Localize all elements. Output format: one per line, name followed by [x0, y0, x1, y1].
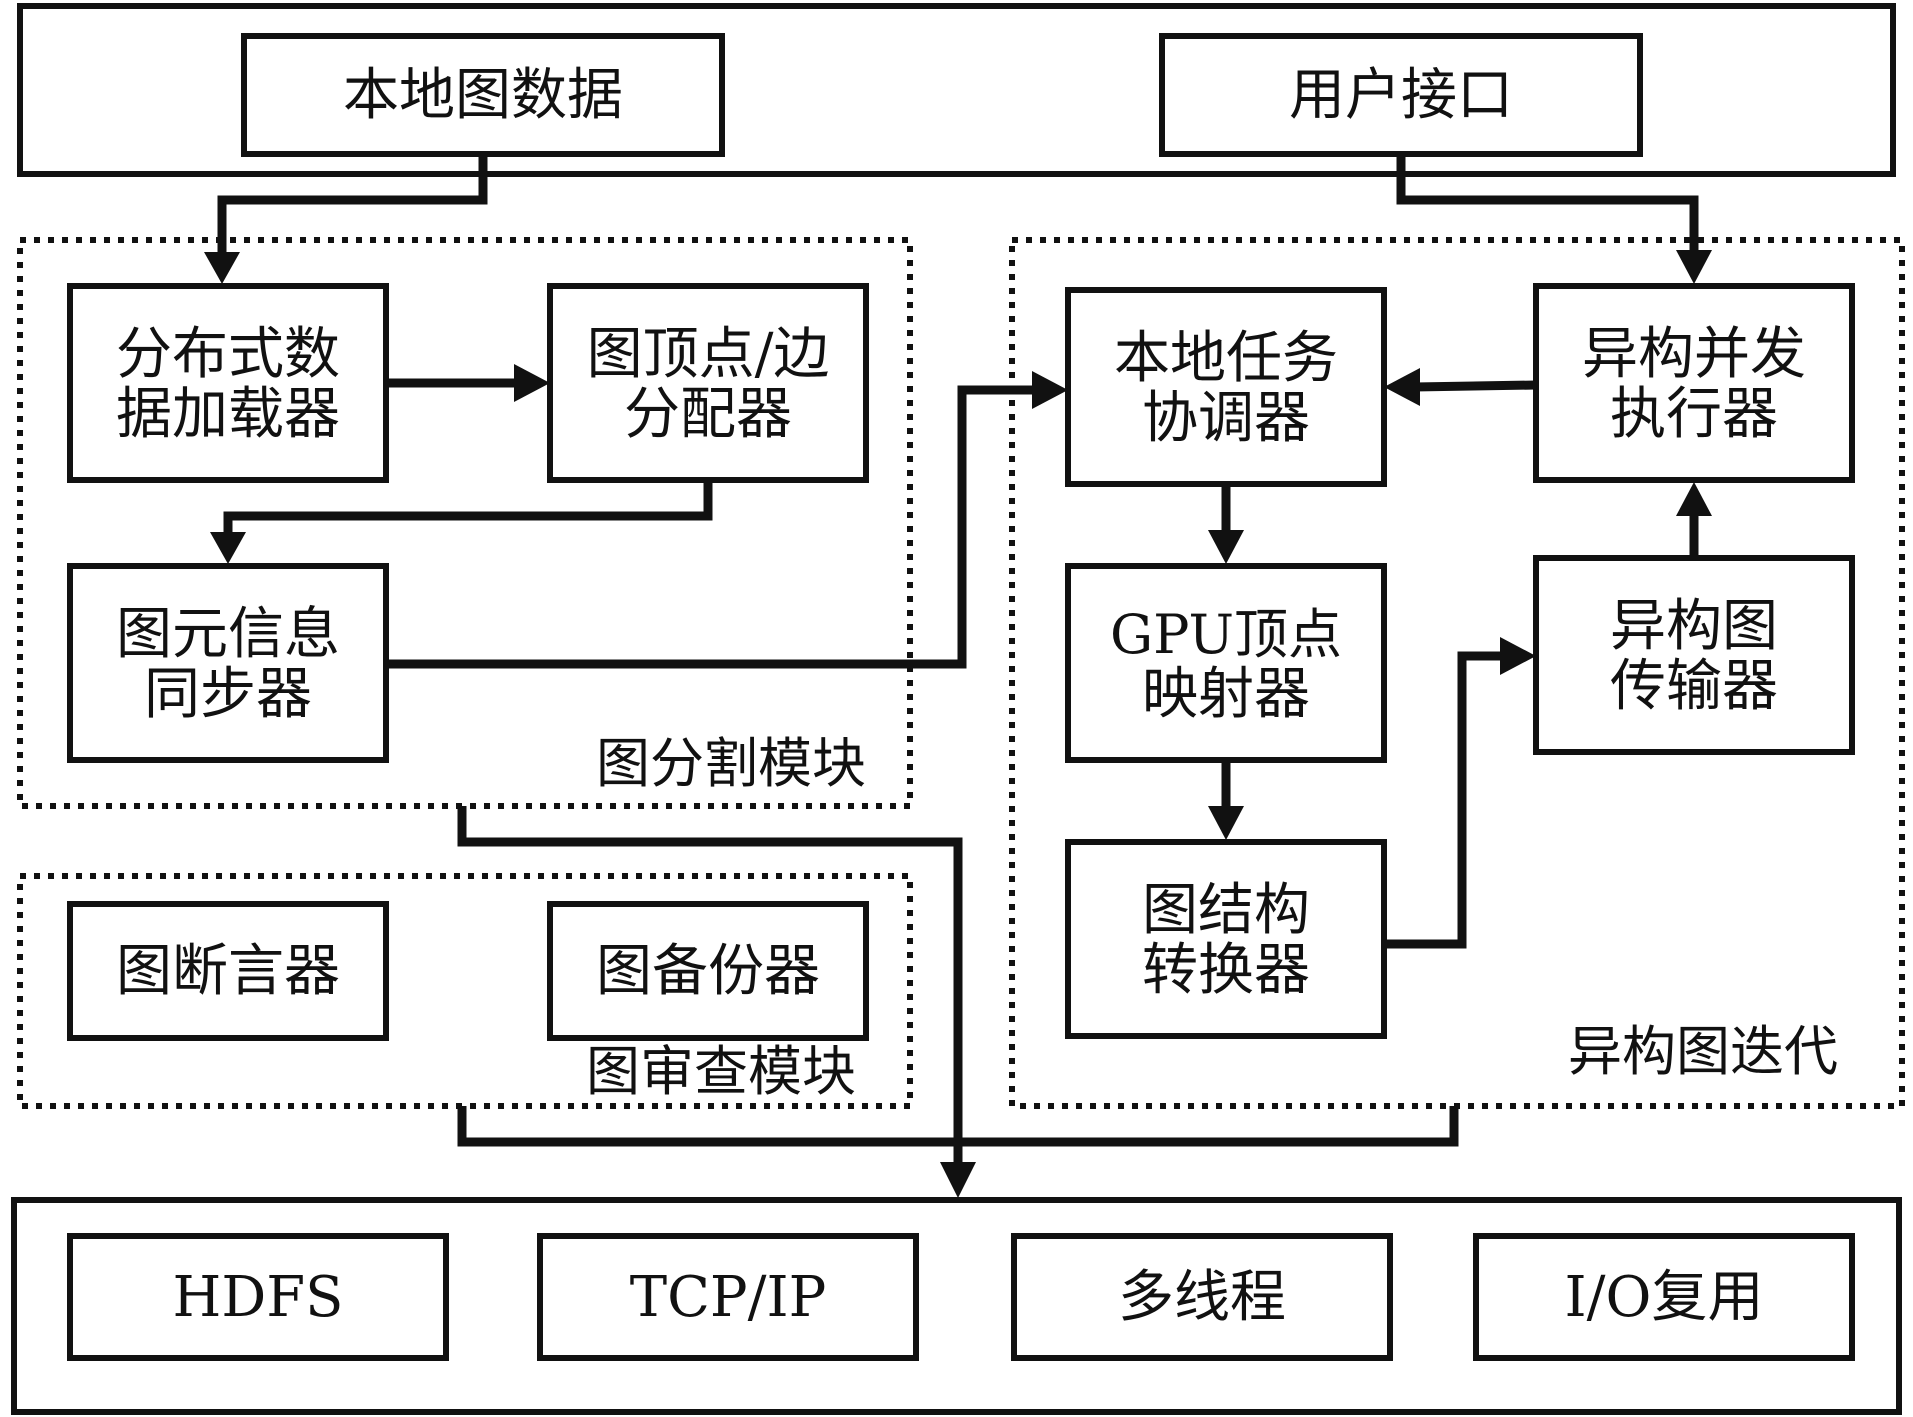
arrow-user-interface-to-executor — [1396, 154, 1699, 258]
hdfs-label: HDFS — [173, 1265, 344, 1330]
gpu-vertex-mapper-label: GPU顶点 — [1110, 603, 1342, 666]
local-task-coordinator-box — [1065, 287, 1387, 487]
graph-asserter-box — [67, 901, 389, 1041]
arrow-local-data-to-loader — [217, 154, 488, 262]
structure-converter-label-2: 转换器 — [1142, 938, 1310, 1003]
distributed-loader-label-2: 据加载器 — [116, 382, 340, 447]
io-multiplexing-label: I/O复用 — [1565, 1265, 1764, 1330]
arrow-executor-to-coordinator — [1413, 380, 1537, 392]
arrowhead-to-bottom-layer — [940, 1162, 976, 1198]
local-task-coordinator-label-2: 协调器 — [1142, 386, 1310, 451]
distributed-loader-label: 分布式数 — [116, 322, 340, 387]
multithread-label: 多线程 — [1118, 1265, 1286, 1330]
graph-backup-label: 图备份器 — [596, 939, 820, 1004]
arrow-converter-to-transmitter — [1384, 651, 1508, 949]
user-interface-label: 用户接口 — [1289, 63, 1513, 128]
arrowhead-loader-to-distributor — [514, 364, 550, 402]
arrowhead-coordinator-to-mapper — [1208, 530, 1244, 564]
heterogeneous-executor-label: 异构并发 — [1582, 322, 1806, 387]
arrowhead-local-data-to-loader — [204, 252, 240, 284]
arrow-sync-to-coordinator — [386, 385, 1040, 669]
heterogeneous-transmitter-label-2: 传输器 — [1610, 654, 1778, 719]
partition-module-label: 图分割模块 — [596, 732, 866, 795]
graph-backup-box — [547, 901, 869, 1041]
review-module-label: 图审查模块 — [586, 1040, 856, 1103]
graph-asserter-label: 图断言器 — [116, 939, 340, 1004]
bottom-layer-frame — [11, 1197, 1902, 1415]
multithread-box — [1011, 1233, 1393, 1361]
top-layer-frame — [17, 3, 1896, 177]
arrowhead-executor-to-coordinator — [1384, 368, 1420, 406]
arrowhead-mapper-to-converter — [1208, 806, 1244, 840]
heterogeneous-transmitter-box — [1533, 555, 1855, 755]
arrowhead-user-interface-to-executor — [1676, 250, 1712, 284]
local-task-coordinator-label: 本地任务 — [1114, 326, 1338, 391]
heterogeneous-executor-label-2: 执行器 — [1610, 382, 1778, 447]
meta-info-sync-label: 图元信息 — [116, 602, 340, 667]
iteration-module-label: 异构图迭代 — [1568, 1020, 1838, 1083]
arrowhead-distributor-to-sync — [210, 532, 246, 564]
arrowhead-sync-to-coordinator — [1032, 371, 1068, 409]
meta-info-sync-box — [67, 563, 389, 763]
hdfs-box — [67, 1233, 449, 1361]
heterogeneous-transmitter-label: 异构图 — [1610, 594, 1778, 659]
structure-converter-label: 图结构 — [1142, 878, 1310, 943]
arrowhead-transmitter-to-executor — [1676, 482, 1712, 516]
meta-info-sync-label-2: 同步器 — [144, 662, 312, 727]
arrow-partition-to-bottom — [457, 806, 963, 1170]
tcp-ip-label: TCP/IP — [630, 1265, 827, 1330]
line-review-iteration-bus — [457, 1106, 1459, 1147]
local-graph-data-label: 本地图数据 — [343, 63, 623, 128]
heterogeneous-executor-box — [1533, 283, 1855, 483]
io-multiplexing-box — [1473, 1233, 1855, 1361]
vertex-edge-distributor-label-2: 分配器 — [624, 382, 792, 447]
vertex-edge-distributor-label: 图顶点/边 — [587, 322, 830, 387]
arrow-distributor-to-sync — [223, 480, 713, 540]
arrowhead-converter-to-transmitter — [1500, 637, 1536, 675]
gpu-vertex-mapper-label-2: 映射器 — [1142, 662, 1310, 727]
structure-converter-box — [1065, 839, 1387, 1039]
tcp-ip-box — [537, 1233, 919, 1361]
